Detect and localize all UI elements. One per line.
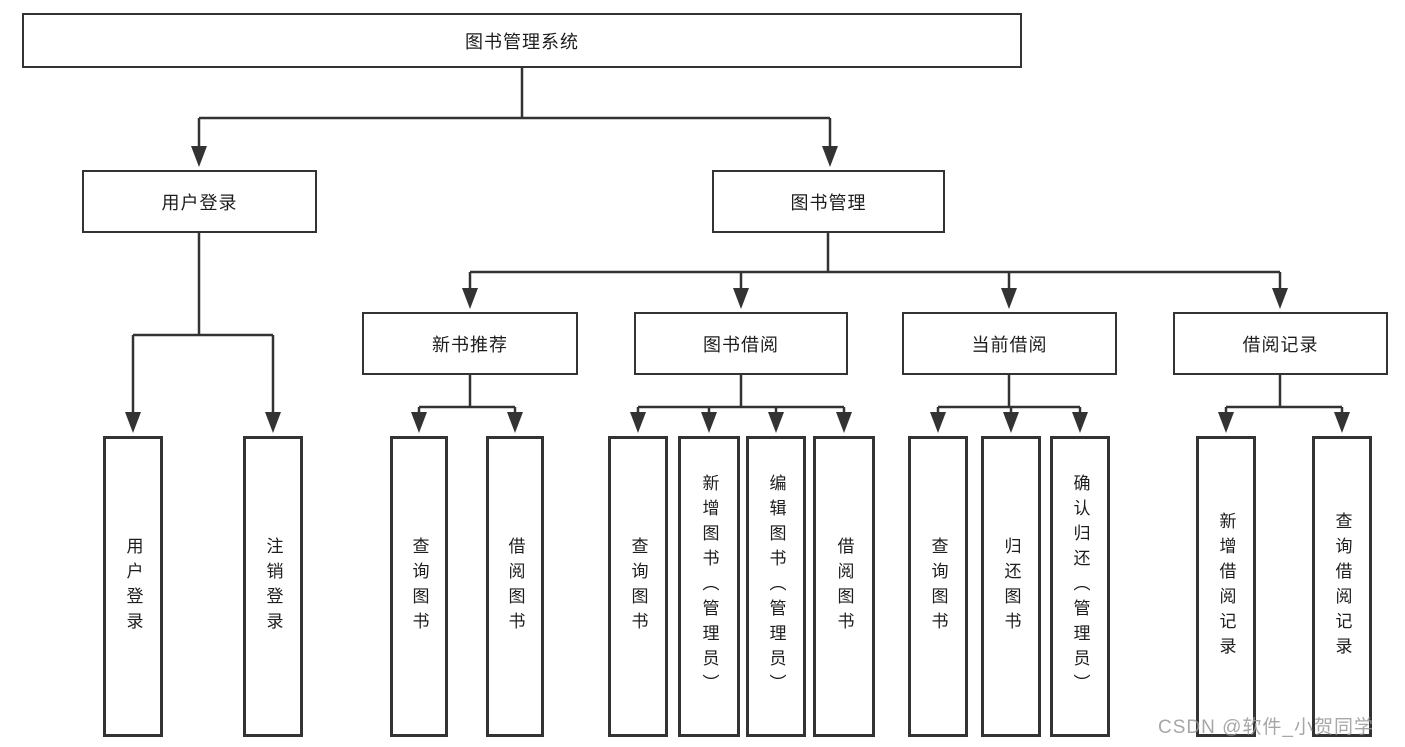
leaf-query-books-recommend: 查询图书	[390, 436, 448, 737]
leaf-query-borrow-record: 查询借阅记录	[1312, 436, 1372, 737]
leaf-user-login: 用户登录	[103, 436, 163, 737]
node-user-login: 用户登录	[82, 170, 317, 233]
leaf-query-books-current: 查询图书	[908, 436, 968, 737]
leaf-query-books-borrow: 查询图书	[608, 436, 668, 737]
leaf-add-borrow-record: 新增借阅记录	[1196, 436, 1256, 737]
node-borrow-records: 借阅记录	[1173, 312, 1388, 375]
leaf-return-books: 归还图书	[981, 436, 1041, 737]
leaf-borrow-books-recommend: 借阅图书	[486, 436, 544, 737]
node-book-management: 图书管理	[712, 170, 945, 233]
leaf-edit-book-admin: 编辑图书（管理员）	[746, 436, 806, 737]
leaf-logout: 注销登录	[243, 436, 303, 737]
leaf-add-book-admin: 新增图书（管理员）	[678, 436, 740, 737]
leaf-borrow-books: 借阅图书	[813, 436, 875, 737]
arrowheads	[125, 146, 1350, 433]
leaf-confirm-return-admin: 确认归还（管理员）	[1050, 436, 1110, 737]
node-new-book-recommend: 新书推荐	[362, 312, 578, 375]
node-current-borrow: 当前借阅	[902, 312, 1117, 375]
csdn-watermark: CSDN @软件_小贺同学	[1158, 717, 1374, 738]
node-library-system: 图书管理系统	[22, 13, 1022, 68]
node-book-borrow: 图书借阅	[634, 312, 848, 375]
